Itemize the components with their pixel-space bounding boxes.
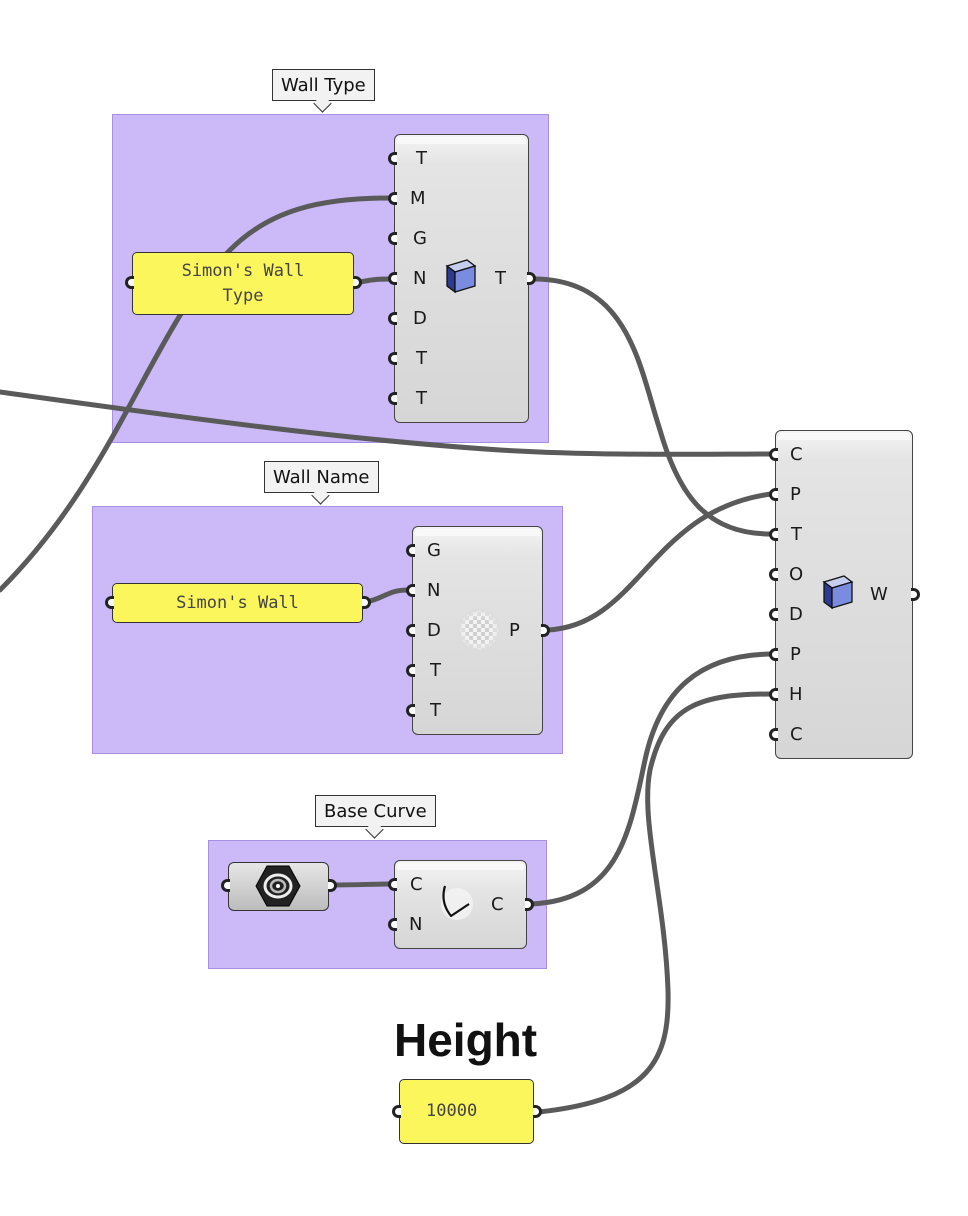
input-port-g: G bbox=[427, 540, 441, 561]
output-port-w: W bbox=[870, 584, 888, 605]
input-grip[interactable] bbox=[388, 192, 397, 205]
input-grip[interactable] bbox=[388, 272, 397, 285]
input-grip[interactable] bbox=[388, 878, 397, 891]
wall-type-panel-text-line-1: Simon's Wall bbox=[181, 260, 305, 281]
group-wall-name-label: Wall Name bbox=[264, 461, 379, 493]
wire-curve-c-to-wall-p[interactable] bbox=[528, 651, 774, 907]
curve-icon bbox=[441, 885, 473, 920]
input-port-g: G bbox=[413, 228, 427, 249]
height-label: Height bbox=[394, 1014, 538, 1066]
curve-param-icon bbox=[255, 865, 301, 907]
input-grip[interactable] bbox=[406, 664, 415, 677]
input-grip[interactable] bbox=[406, 584, 415, 597]
height-panel[interactable]: 10000 bbox=[399, 1079, 534, 1144]
wall-type-panel[interactable]: Simon's Wall Type bbox=[132, 252, 354, 315]
wire-wall-type-t-to-wall-t[interactable] bbox=[531, 276, 774, 537]
input-grip[interactable] bbox=[388, 918, 397, 931]
input-grip[interactable] bbox=[769, 728, 778, 741]
input-port-n: N bbox=[413, 268, 427, 289]
input-port-p: P bbox=[790, 644, 801, 665]
input-port-c: C bbox=[790, 444, 803, 465]
input-port-o: O bbox=[789, 564, 804, 585]
input-grip[interactable] bbox=[406, 544, 415, 557]
panel-input-grip[interactable] bbox=[392, 1105, 401, 1118]
panel-output-grip[interactable] bbox=[533, 1105, 542, 1118]
wall-type-panel-text-line-2: Type bbox=[222, 285, 264, 306]
input-grip[interactable] bbox=[769, 488, 778, 501]
group-base-curve-label: Base Curve bbox=[315, 795, 436, 827]
input-port-h: H bbox=[789, 684, 803, 705]
input-grip[interactable] bbox=[769, 568, 778, 581]
input-port-c: C bbox=[790, 724, 803, 745]
input-port-t: T bbox=[416, 388, 427, 409]
input-port-n: N bbox=[409, 914, 423, 935]
input-grip[interactable] bbox=[388, 152, 397, 165]
panel-input-grip[interactable] bbox=[125, 276, 134, 289]
input-port-c: C bbox=[410, 874, 423, 895]
input-port-t: T bbox=[416, 148, 427, 169]
panel-input-grip[interactable] bbox=[105, 596, 114, 609]
input-grip[interactable] bbox=[388, 312, 397, 325]
wall-name-panel[interactable]: Simon's Wall bbox=[112, 583, 363, 623]
input-grip[interactable] bbox=[769, 648, 778, 661]
input-grip[interactable] bbox=[769, 688, 778, 701]
input-grip[interactable] bbox=[769, 528, 778, 541]
output-port-t: T bbox=[495, 268, 506, 289]
output-port-p: P bbox=[509, 620, 520, 641]
wire-height-to-wall-h[interactable] bbox=[536, 691, 774, 1115]
wire-wall-name-p-to-wall-p[interactable] bbox=[545, 491, 774, 633]
input-port-d: D bbox=[789, 604, 803, 625]
param-input-grip[interactable] bbox=[221, 879, 230, 892]
input-grip[interactable] bbox=[388, 392, 397, 405]
wall-icon bbox=[822, 575, 854, 610]
group-wall-type-label: Wall Type bbox=[272, 69, 375, 101]
input-grip[interactable] bbox=[769, 448, 778, 461]
input-grip[interactable] bbox=[388, 232, 397, 245]
input-port-d: D bbox=[427, 620, 441, 641]
input-port-n: N bbox=[427, 580, 441, 601]
input-port-t: T bbox=[416, 348, 427, 369]
input-grip[interactable] bbox=[769, 608, 778, 621]
input-port-t: T bbox=[430, 700, 441, 721]
input-grip[interactable] bbox=[388, 352, 397, 365]
input-port-t: T bbox=[430, 660, 441, 681]
output-grip[interactable] bbox=[911, 588, 920, 601]
input-grip[interactable] bbox=[406, 704, 415, 717]
output-port-c: C bbox=[491, 894, 504, 915]
input-port-m: M bbox=[410, 188, 426, 209]
input-port-d: D bbox=[413, 308, 427, 329]
input-port-t: T bbox=[791, 524, 802, 545]
transparent-material-icon bbox=[458, 609, 500, 651]
input-grip[interactable] bbox=[406, 624, 415, 637]
wall-type-icon bbox=[445, 259, 477, 294]
input-port-p: P bbox=[790, 484, 801, 505]
